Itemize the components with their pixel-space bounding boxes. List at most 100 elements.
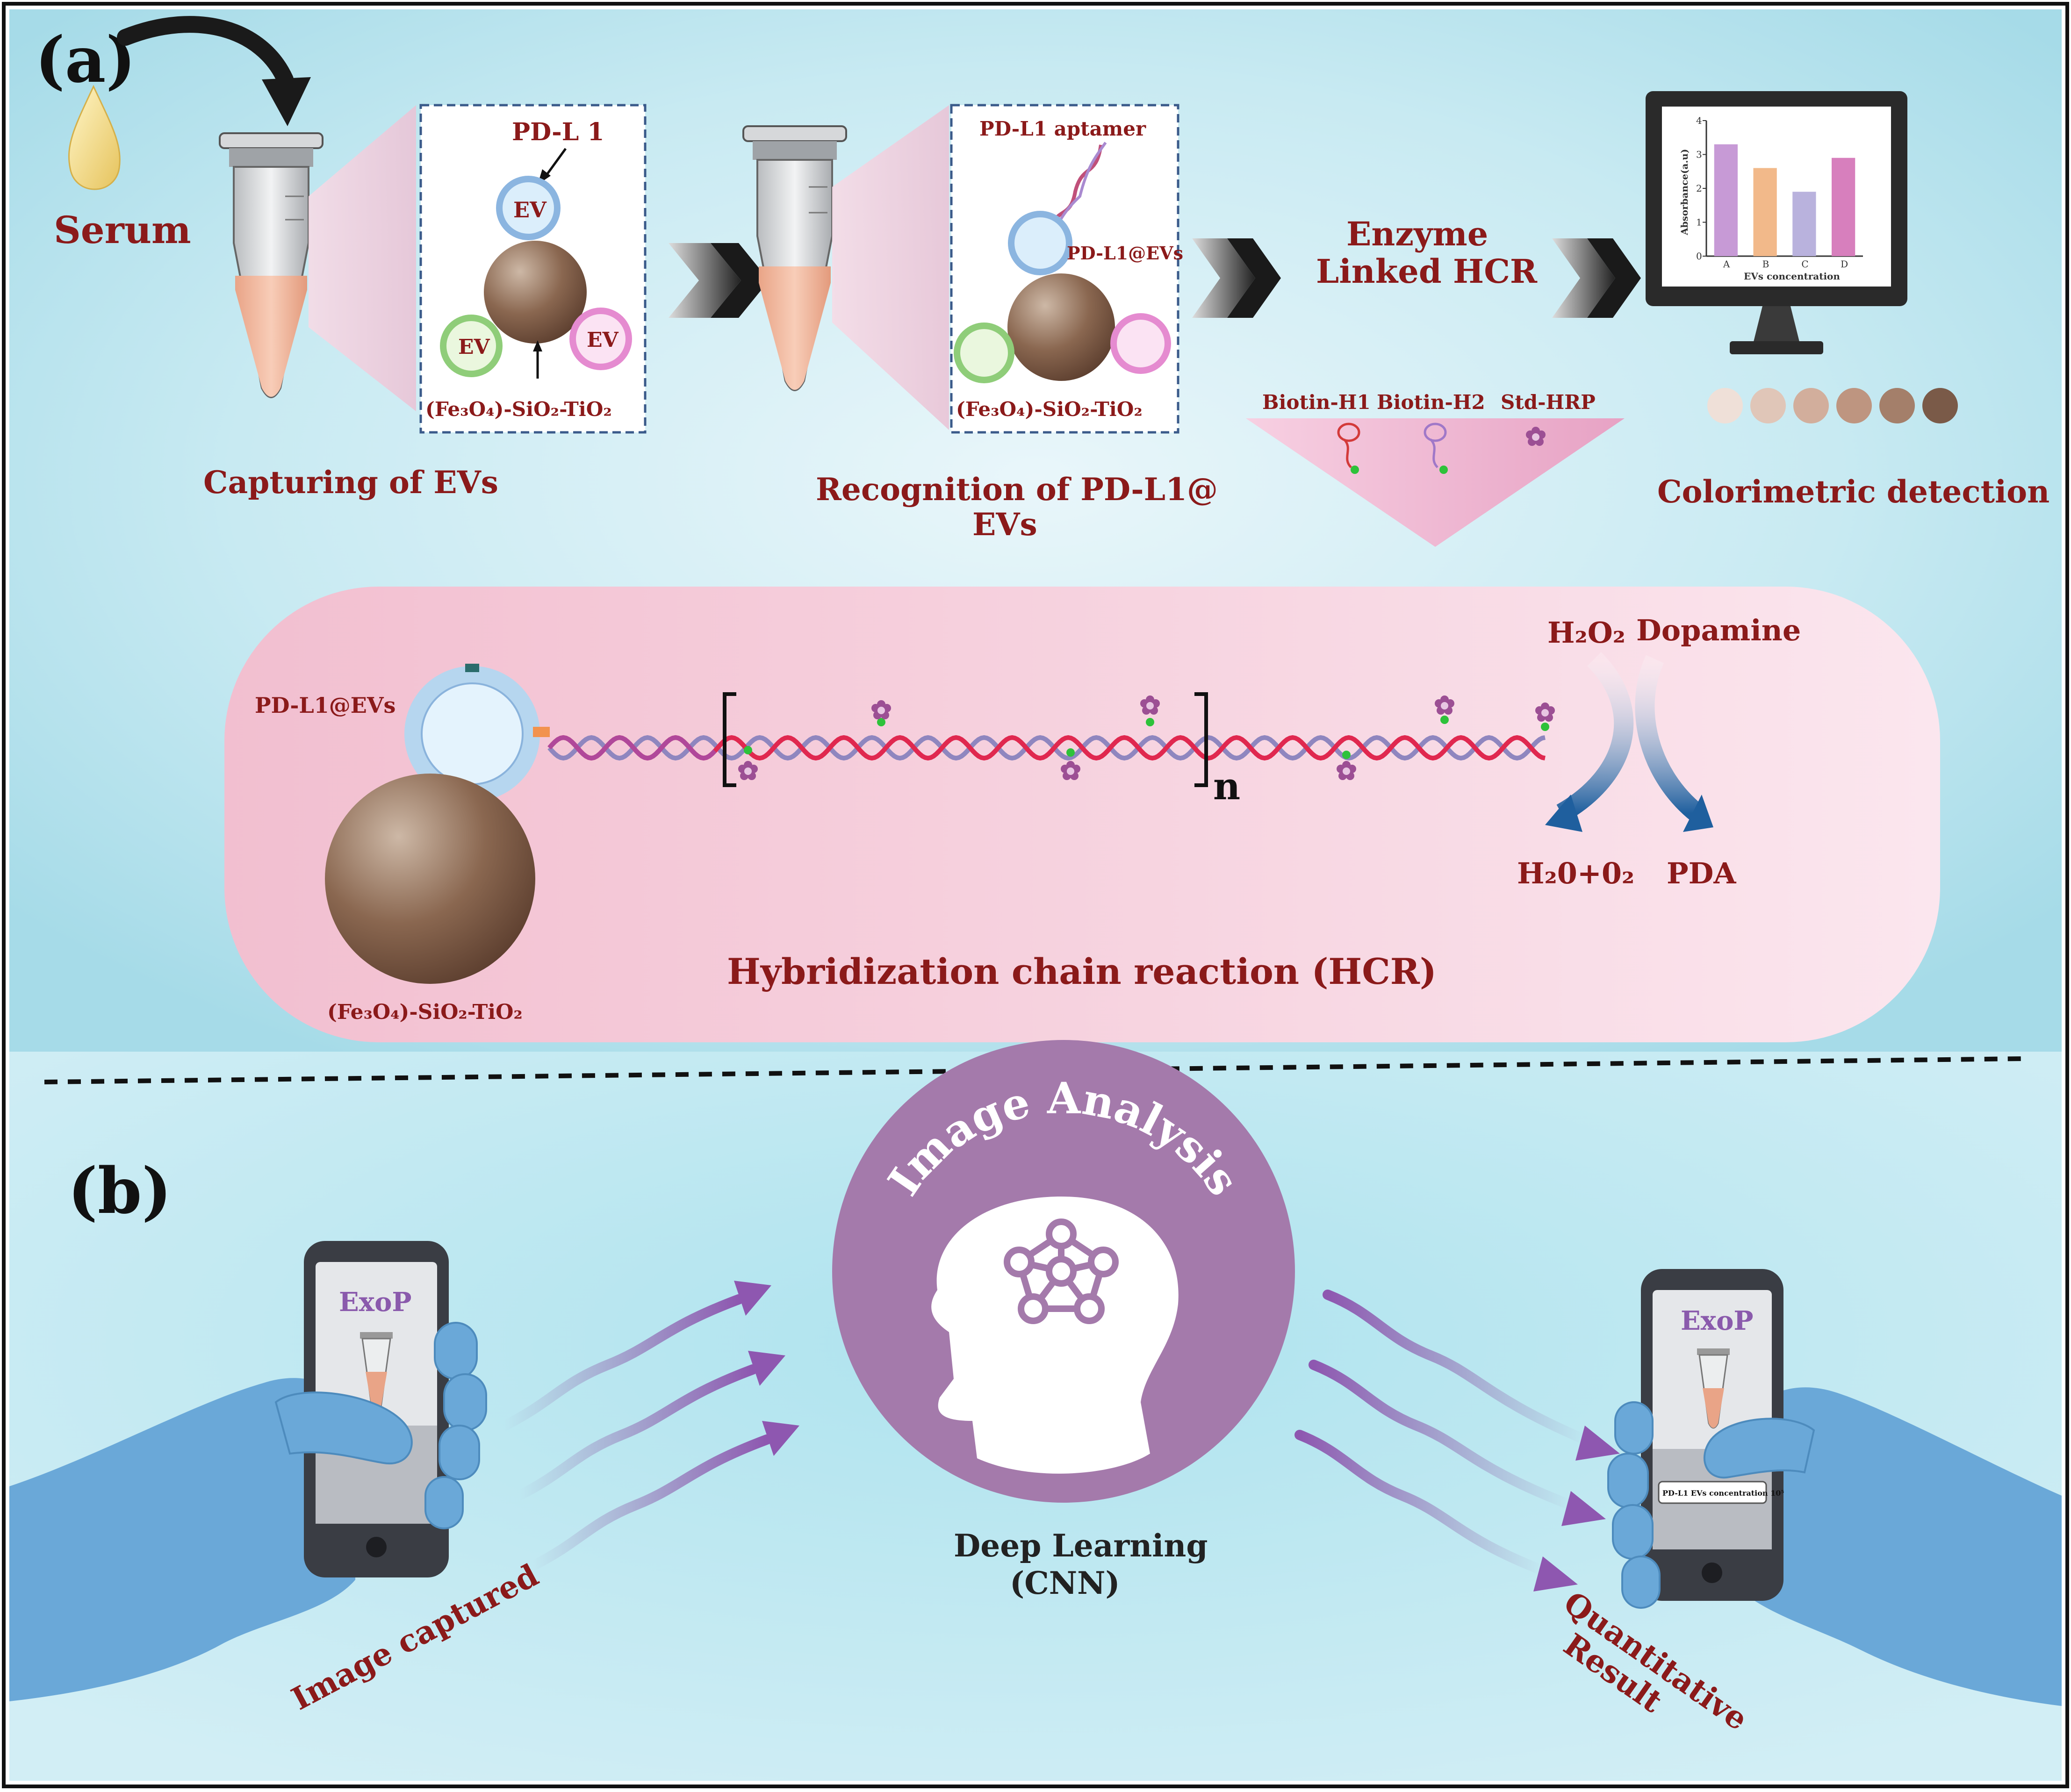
colorimetric-label: Colorimetric detection	[1657, 473, 2049, 510]
biotin-dot	[1440, 716, 1449, 724]
dna-strand-red	[547, 735, 1546, 761]
hairpin-h2-icon	[1424, 423, 1448, 474]
tube-1-icon	[219, 132, 324, 398]
color-swatch	[1922, 388, 1958, 423]
color-swatch	[1793, 388, 1829, 423]
chart-bar-d	[1832, 158, 1855, 256]
signal-waves-right	[1294, 1290, 1590, 1576]
chevron-arrow-icon-1	[669, 243, 769, 318]
chart-y-tick-label: 3	[1696, 149, 1702, 160]
recognition-label-line1: Recognition of PD-L1@	[816, 471, 1218, 508]
ev-vesicle-top	[496, 176, 561, 240]
signal-waves-left	[500, 1294, 772, 1571]
h2o-o2-label: H₂0+0₂	[1517, 856, 1634, 890]
biotin-h2-label: Biotin-H2	[1377, 391, 1485, 414]
biotin-h1-label: Biotin-H1	[1262, 391, 1371, 414]
chart-y-label: Absorbance(a.u)	[1679, 149, 1690, 236]
right-fingers-icon	[1607, 1401, 1815, 1609]
chart-y-tick-label: 2	[1696, 183, 1702, 194]
phone-tube-icon-right	[1697, 1348, 1730, 1429]
chart-x-label: EVs concentration	[1744, 271, 1840, 282]
biotin-dot	[1342, 751, 1351, 759]
panel-b-label: (b)	[68, 1154, 172, 1228]
biotin-dot	[1066, 748, 1075, 757]
pdl1-pointer-icon	[543, 148, 567, 179]
chart-x-tick-label: A	[1723, 258, 1730, 270]
hcr-title: Hybridization chain reaction (HCR)	[727, 951, 1437, 992]
pdl1-ev-vesicle	[1008, 211, 1072, 275]
absorbance-chart: Absorbance(a.u) EVs concentration 0 1 2 3 4A…	[1679, 115, 1863, 282]
color-swatch	[1707, 388, 1743, 423]
pdl1-label: PD-L 1	[512, 118, 604, 146]
recognition-label-line2: EVs	[972, 506, 1037, 543]
color-swatches	[1707, 388, 1958, 423]
magnetic-bead-2	[1007, 273, 1115, 381]
magnetic-bead-1	[484, 241, 587, 344]
particle-label-box2: (Fe₃O₄)-SiO₂-TiO₂	[956, 398, 1143, 421]
left-hand-icon	[9, 1378, 355, 1701]
chart-bar-c	[1792, 192, 1816, 256]
ev-label-left: EV	[458, 335, 490, 359]
pdl1-evs-label-box2: PD-L1@EVs	[1067, 243, 1183, 264]
zoom-beam-1	[309, 105, 416, 411]
color-swatch	[1879, 388, 1915, 423]
tube-2-icon	[742, 125, 847, 391]
chart-x-tick-label: B	[1762, 258, 1769, 270]
hcr-dna-chain	[547, 716, 1549, 761]
biotin-dot	[744, 746, 752, 754]
deep-learning-label-line1: Deep Learning	[954, 1527, 1208, 1564]
zoom-beam-2	[832, 105, 949, 430]
chevron-arrow-icon-2	[1192, 238, 1281, 318]
reagent-funnel	[1246, 418, 1625, 547]
color-swatch	[1836, 388, 1872, 423]
hcr-bracket	[723, 692, 1208, 787]
result-readout: PD-L1 EVs concentration 10⁵	[1662, 1489, 1784, 1498]
std-hrp-label: Std-HRP	[1501, 391, 1596, 414]
chart-y-tick-label: 1	[1696, 217, 1702, 228]
hcr-pdl1-evs-label: PD-L1@EVs	[255, 693, 396, 718]
capturing-label: Capturing of EVs	[203, 464, 498, 501]
enzyme-label-line1: Enzyme	[1346, 215, 1488, 253]
wave-arrowheads-left	[734, 1281, 799, 1456]
neural-network-icon	[1004, 1219, 1119, 1324]
biotin-dot	[1541, 723, 1549, 731]
chart-y-tick-label: 4	[1696, 115, 1702, 126]
pda-label: PDA	[1667, 856, 1736, 890]
biotin-dot	[1146, 718, 1154, 726]
serum-label: Serum	[54, 208, 191, 252]
chart-x-tick-label: D	[1841, 258, 1848, 270]
transfer-arrow-icon	[117, 16, 294, 88]
transfer-arrowhead-icon	[262, 77, 311, 126]
hcr-particle-label: (Fe₃O₄)-SiO₂-TiO₂	[327, 1000, 523, 1024]
dna-strand-aptamer	[547, 735, 717, 761]
deep-learning-label-line2: (CNN)	[1010, 1565, 1120, 1601]
dna-strand-blue	[547, 735, 1546, 761]
biotin-dot	[877, 718, 885, 726]
ev-vesicle-right	[569, 308, 632, 370]
ev-vesicle-left	[440, 315, 503, 377]
color-swatch	[1750, 388, 1786, 423]
hairpin-h1-icon	[1337, 423, 1360, 474]
ev-label-right: EV	[587, 328, 619, 352]
aptamer-label: PD-L1 aptamer	[979, 117, 1146, 140]
app-name-left: ExoP	[339, 1287, 412, 1318]
chevron-arrow-icon-3	[1552, 238, 1641, 318]
dopamine-conversion-arrow-icon	[1635, 655, 1704, 821]
serum-drop-icon	[68, 85, 121, 190]
dopamine-label: Dopamine	[1636, 613, 1801, 647]
particle-label-box1: (Fe₃O₄)-SiO₂-TiO₂	[425, 398, 612, 421]
h2o2-conversion-arrow-icon	[1556, 652, 1634, 822]
chart-y-tick-label: 0	[1696, 251, 1702, 262]
app-name-right: ExoP	[1681, 1305, 1754, 1336]
ev-vesicle-pink-2	[1110, 313, 1171, 374]
hcr-panel	[224, 587, 1940, 1042]
hcr-magnetic-bead	[325, 774, 535, 984]
right-hand-icon	[1730, 1387, 2062, 1706]
wave-arrowheads-right	[1533, 1426, 1620, 1591]
h2o2-label: H₂O₂	[1547, 616, 1625, 650]
chart-x-tick-label: C	[1801, 258, 1808, 270]
chart-bar-b	[1753, 168, 1777, 256]
ev-label-top: EV	[513, 197, 547, 222]
